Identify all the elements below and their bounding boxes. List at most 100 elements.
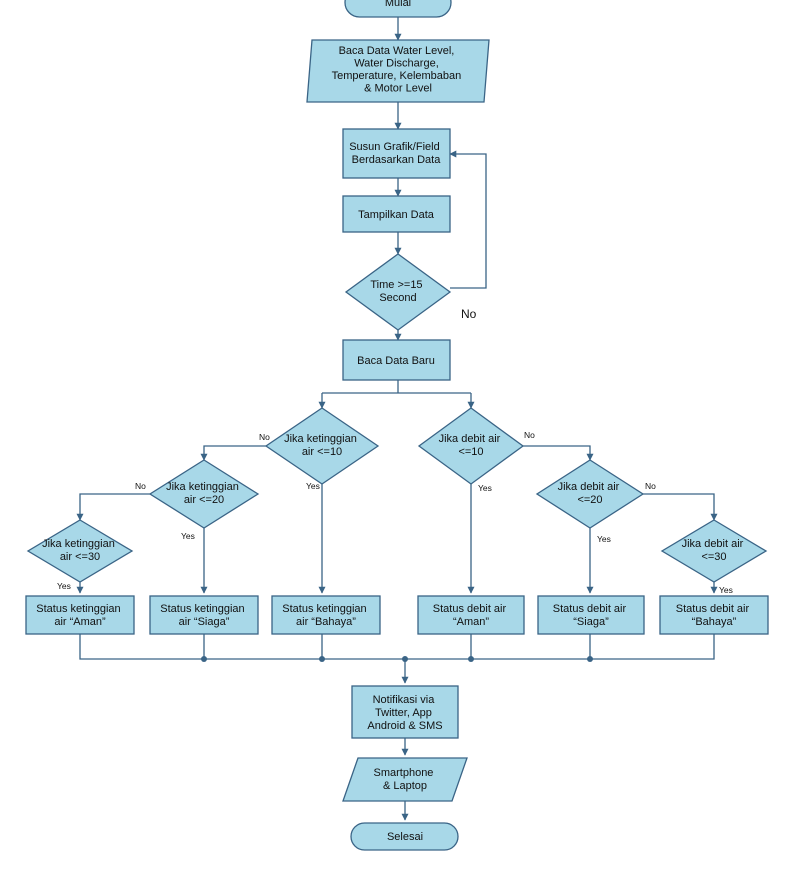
junction-dot — [319, 656, 325, 662]
node-notify-process — [351, 685, 459, 739]
node-labels: Mulai Baca Data Water Level, Water Disch… — [36, 0, 752, 843]
status-debit-bahaya-label: Status debit air “Bahaya” — [676, 603, 752, 628]
node-level10-decision — [264, 407, 380, 485]
status-debit-aman-label-line: “Aman” — [453, 616, 489, 628]
node-debit10-decision — [417, 407, 525, 485]
node-level20-decision — [148, 459, 260, 529]
status-level-siaga-label: Status ketinggian air “Siaga” — [160, 603, 247, 628]
arrange-label-line: Susun Grafik/Field — [349, 141, 439, 153]
node-start-terminator — [344, 0, 452, 18]
status-debit-bahaya-label-line: “Bahaya” — [692, 616, 737, 628]
read-new-label: Baca Data Baru — [357, 355, 435, 367]
level-30-label-line: Jika ketinggian — [42, 538, 115, 550]
debit-10-no-label: No — [524, 430, 535, 440]
status-level-bahaya-label-line: Status ketinggian — [282, 603, 366, 615]
output-label-line: & Laptop — [383, 780, 427, 792]
edge-time-loop-no — [449, 150, 487, 289]
level-10-yes-label: Yes — [306, 481, 320, 491]
output-label-line: Smartphone — [374, 767, 434, 779]
node-status-debit-aman — [417, 595, 525, 635]
time-check-label-line: Time >=15 — [370, 279, 422, 291]
level-20-label: Jika ketinggian air <=20 — [166, 481, 242, 506]
debit-20-label: Jika debit air <=20 — [558, 481, 623, 506]
status-level-aman-label: Status ketinggian air “Aman” — [36, 603, 123, 628]
status-level-bahaya-label-line: air “Bahaya” — [296, 616, 356, 628]
end-label: Selesai — [387, 831, 423, 843]
junction-dot — [587, 656, 593, 662]
display-label: Tampilkan Data — [358, 209, 435, 221]
node-status-level-bahaya — [271, 595, 381, 635]
edge-labels: No No Yes No Yes Yes No Yes No Yes Yes — [57, 307, 733, 595]
notify-label-line: Notifikasi via — [373, 694, 436, 706]
debit-30-label: Jika debit air <=30 — [682, 538, 747, 563]
debit-30-label-line: <=30 — [701, 551, 726, 563]
time-check-label-line: Second — [379, 292, 416, 304]
read-input-label: Baca Data Water Level, Water Discharge, … — [332, 45, 465, 95]
node-display-process — [342, 195, 451, 233]
junction-dot — [468, 656, 474, 662]
level-30-label-line: air <=30 — [60, 551, 100, 563]
level-10-label: Jika ketinggian air <=10 — [284, 433, 360, 458]
time-check-label: Time >=15 Second — [370, 279, 425, 304]
display-label-line: Tampilkan Data — [358, 209, 435, 221]
read-input-label-line: Temperature, Kelembaban — [332, 70, 462, 82]
notify-label-line: Twitter, App — [375, 707, 432, 719]
debit-10-yes-label: Yes — [478, 483, 492, 493]
node-debit30-decision — [660, 519, 768, 583]
node-status-level-aman — [25, 595, 135, 635]
time-no-label: No — [461, 307, 477, 321]
read-input-label-line: & Motor Level — [364, 83, 432, 95]
start-label: Mulai — [385, 0, 411, 9]
status-debit-aman-label: Status debit air “Aman” — [433, 603, 509, 628]
level-20-label-line: Jika ketinggian — [166, 481, 239, 493]
edge-debit10-no — [523, 445, 594, 461]
node-status-debit-bahaya — [659, 595, 769, 635]
status-debit-siaga-label-line: Status debit air — [553, 603, 627, 615]
debit-30-label-line: Jika debit air — [682, 538, 744, 550]
debit-20-label-line: Jika debit air — [558, 481, 620, 493]
debit-20-label-line: <=20 — [577, 494, 602, 506]
edge-level10-no — [200, 445, 266, 461]
debit-10-label-line: <=10 — [458, 446, 483, 458]
debit-10-label: Jika debit air <=10 — [439, 433, 504, 458]
arrange-label: Susun Grafik/Field Berdasarkan Data — [349, 141, 443, 166]
node-time-decision — [344, 253, 452, 331]
notify-label: Notifikasi via Twitter, App Android & SM… — [367, 694, 442, 732]
level-20-yes-label: Yes — [181, 531, 195, 541]
node-readnew-process — [342, 339, 451, 381]
status-level-bahaya-label: Status ketinggian air “Bahaya” — [282, 603, 369, 628]
junction-dot — [201, 656, 207, 662]
junction-dot — [402, 656, 408, 662]
level-10-no-label: No — [259, 432, 270, 442]
debit-30-yes-label: Yes — [719, 585, 733, 595]
status-debit-aman-label-line: Status debit air — [433, 603, 507, 615]
node-output-parallelogram — [342, 757, 468, 802]
connectors — [76, 17, 718, 821]
shapes — [25, 0, 769, 851]
status-debit-siaga-label: Status debit air “Siaga” — [553, 603, 629, 628]
status-level-aman-label-line: Status ketinggian — [36, 603, 120, 615]
debit-10-label-line: Jika debit air — [439, 433, 501, 445]
node-end-terminator — [350, 822, 459, 851]
level-30-yes-label: Yes — [57, 581, 71, 591]
status-debit-siaga-label-line: “Siaga” — [573, 616, 609, 628]
node-status-level-siaga — [149, 595, 259, 635]
level-20-no-label: No — [135, 481, 146, 491]
end-label-line: Selesai — [387, 831, 423, 843]
level-10-label-line: Jika ketinggian — [284, 433, 357, 445]
node-read-input-parallelogram — [306, 39, 490, 103]
debit-20-yes-label: Yes — [597, 534, 611, 544]
level-10-label-line: air <=10 — [302, 446, 342, 458]
level-20-label-line: air <=20 — [184, 494, 224, 506]
read-input-label-line: Baca Data Water Level, — [339, 45, 455, 57]
status-level-aman-label-line: air “Aman” — [54, 616, 106, 628]
edge-level20-no — [76, 493, 150, 521]
node-debit20-decision — [535, 459, 645, 529]
output-label: Smartphone & Laptop — [374, 767, 437, 792]
read-input-label-line: Water Discharge, — [354, 58, 439, 70]
read-new-label-line: Baca Data Baru — [357, 355, 435, 367]
edge-status-collector — [79, 634, 715, 660]
edge-debit20-no — [643, 493, 718, 521]
start-label-line: Mulai — [385, 0, 411, 9]
